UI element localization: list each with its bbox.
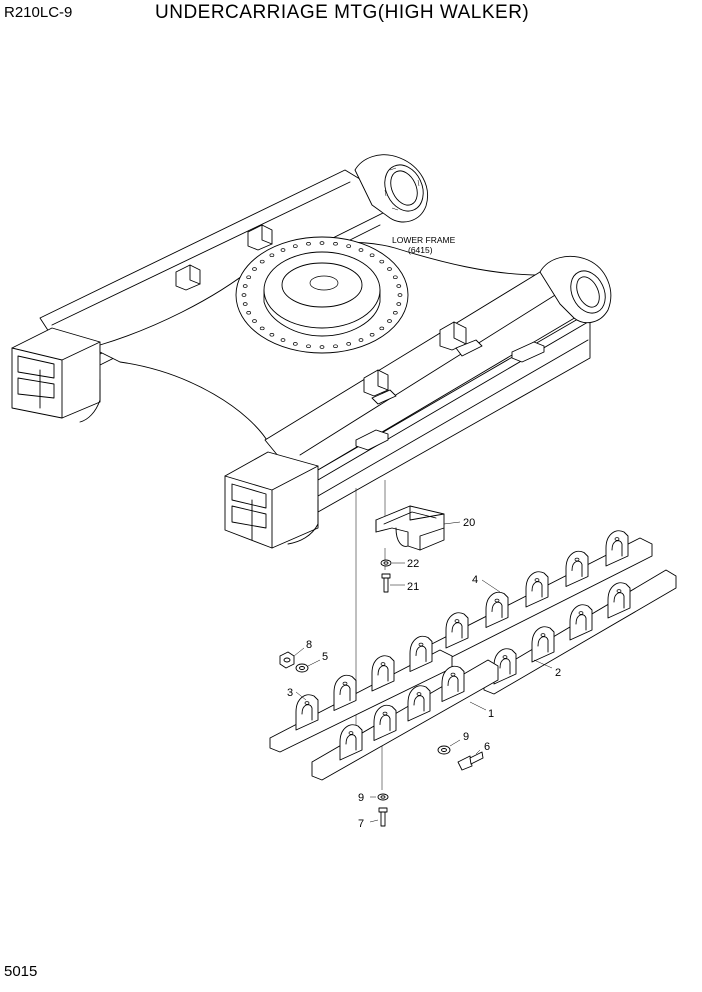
callout-20: 20 bbox=[463, 517, 475, 529]
part-21-bolt bbox=[381, 573, 391, 593]
callout-5: 5 bbox=[322, 651, 328, 663]
page-number: 5015 bbox=[4, 963, 38, 980]
callout-1: 1 bbox=[488, 708, 494, 720]
part-4-guard bbox=[419, 530, 653, 669]
part-9-washer-lower bbox=[377, 793, 389, 801]
part-20-bracket bbox=[375, 505, 445, 551]
lower-frame bbox=[11, 154, 612, 549]
callout-22: 22 bbox=[407, 558, 419, 570]
callout-6: 6 bbox=[484, 741, 490, 753]
callout-8: 8 bbox=[306, 639, 312, 651]
lower-frame-label: LOWER FRAME bbox=[392, 235, 456, 245]
part-1-guard bbox=[311, 659, 499, 781]
callout-2: 2 bbox=[555, 667, 561, 679]
part-22-washer bbox=[380, 559, 392, 567]
page-title: UNDERCARRIAGE MTG(HIGH WALKER) bbox=[155, 2, 530, 23]
part-7-bolt bbox=[378, 807, 388, 827]
callout-9-upper: 9 bbox=[463, 731, 469, 743]
part-9-washer-upper bbox=[437, 745, 451, 755]
callout-4: 4 bbox=[472, 574, 478, 586]
model-code: R210LC-9 bbox=[4, 4, 73, 21]
callout-21: 21 bbox=[407, 581, 419, 593]
part-2-guard bbox=[483, 569, 677, 695]
part-5-washer bbox=[295, 663, 309, 673]
callout-7: 7 bbox=[358, 818, 364, 830]
part-6-bolt bbox=[457, 751, 484, 771]
callout-3: 3 bbox=[287, 687, 293, 699]
part-8-nut bbox=[279, 651, 295, 669]
part-3-guard bbox=[269, 635, 453, 753]
lower-frame-part-ref: (6415) bbox=[408, 245, 433, 255]
callout-9-lower: 9 bbox=[358, 792, 364, 804]
